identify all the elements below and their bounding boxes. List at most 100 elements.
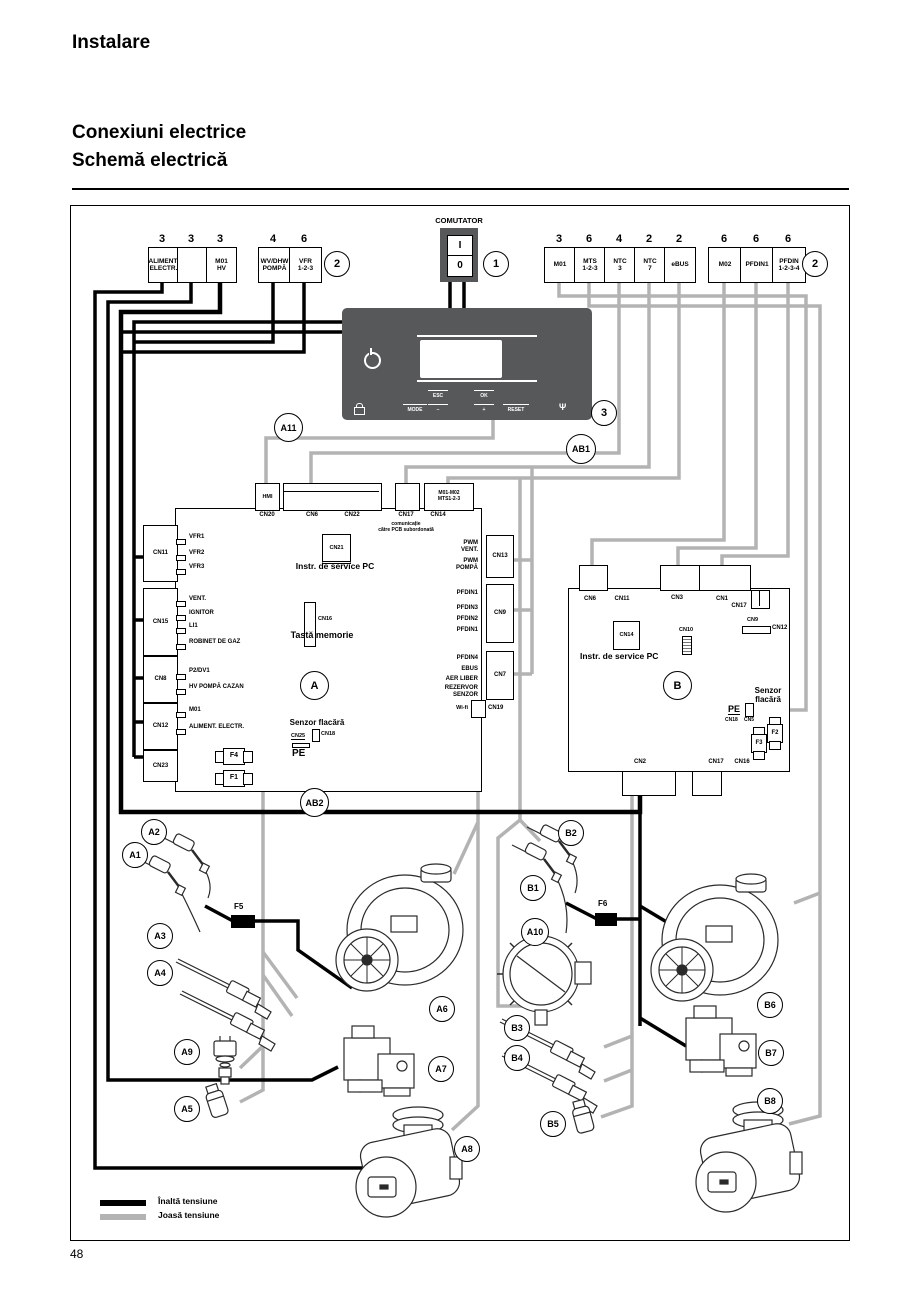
pin-count: 4 [269,233,277,245]
esc-button[interactable]: ESC [428,390,448,399]
cn17-connector-b-divider [759,591,760,606]
cn6-label-b: CN6 [583,596,596,602]
component-b1-electrode [511,842,568,934]
pin-stub [176,712,186,718]
cn9-connector-b [742,626,771,634]
fuse-f6-label: F6 [598,899,608,908]
hmi-plug: HMI [255,483,280,511]
pin-count: 2 [645,233,653,245]
panel-line-bottom [417,380,537,382]
vfr1-label: VFR1 [189,534,205,540]
cn18-label-a: CN18 [321,731,336,737]
cn14-label: CN14 [430,512,446,518]
component-a2-electrode [159,833,211,899]
component-a1-electrode [135,855,201,933]
pin-count: 3 [555,233,563,245]
cn21-connector: CN21 [322,534,351,564]
panel-line-top [417,335,537,337]
reset-button[interactable]: RESET [503,404,529,413]
ref-badge-b8: B8 [757,1088,783,1114]
cn10-label-b: CN10 [679,627,694,633]
antenna-icon: Ψ [559,402,567,412]
pfdin2-label: PFDIN2 [456,616,478,622]
pin-stub [176,615,186,621]
terminal-pfdin: PFDIN 1-2-3-4 [772,247,806,283]
hv-pompa-label: HV POMPĂ CAZAN [189,684,244,690]
pin-stub [176,674,186,680]
ref-badge-a2: A2 [141,819,167,845]
pin-count: 3 [187,233,195,245]
fuse-f1-tab [243,773,253,785]
li1-label: LI1 [189,623,198,629]
robinet-gaz-label: ROBINET DE GAZ [189,639,241,645]
component-a10-actuator [497,930,592,1026]
pcb-b-plug-2 [660,565,700,591]
cn17-label: CN17 [398,512,414,518]
panel-display [420,340,502,378]
fuse-f5-body [231,915,255,928]
pfdin1-label: PFDIN1 [456,590,478,596]
terminal-blank [177,247,208,283]
ref-badge-b3: B3 [504,1015,530,1041]
cn16-label-b: CN16 [734,759,750,765]
cn12-connector: CN12 [143,703,178,750]
cn16-connector [304,602,316,647]
component-b6-fan [650,873,779,1002]
cn9-connector-a: CN9 [486,584,514,643]
legend-swatch-low [100,1214,146,1220]
page-title-line2: Schemă electrică [72,150,228,171]
fuse-f4: F4 [223,748,245,765]
p2-dv1-label: P2/DV1 [189,668,210,674]
power-switch-off: 0 [447,255,473,277]
rezervor-senzor-label: REZERVOR SENZOR [444,685,478,698]
ref-badge-b2: B2 [558,820,584,846]
component-a8-pump [355,1106,463,1218]
ref-badge-a10: A10 [521,918,549,946]
m01-label: M01 [189,707,201,713]
cn23-connector: CN23 [143,750,178,782]
cn13-connector: CN13 [486,535,514,578]
page-number: 48 [70,1247,84,1261]
fuse-f4-tab [243,751,253,763]
pin-count: 4 [615,233,623,245]
vfr2-label: VFR2 [189,550,205,556]
ref-badge-b6: B6 [757,992,783,1018]
lock-icon [356,403,363,408]
cn17-bottom-label-b: CN17 [708,759,724,765]
ref-badge-a9: A9 [174,1039,200,1065]
cn3-label-b: CN3 [670,595,683,601]
pcb-b-bottom-plug-1 [622,771,676,796]
pin-count: 2 [675,233,683,245]
power-icon[interactable] [364,352,381,369]
legend-swatch-high [100,1200,146,1206]
comm-note: comunicație către PCB subordonată [378,521,434,533]
fuse-f5-label: F5 [234,902,244,911]
pin-stub [176,628,186,634]
cn6-plug-line [284,491,379,492]
ref-badge-2-right: 2 [802,251,828,277]
vent-label: VENT. [189,596,207,602]
page-title-line1: Conexiuni electrice [72,122,247,143]
ok-button[interactable]: OK [474,390,494,399]
component-a3-probe [175,958,272,1020]
pwm-pompa-label: PWM POMPĂ [455,558,478,571]
cn5-label-b: CN5 [744,717,755,723]
terminal-ebus: eBUS [664,247,696,283]
power-switch-on: I [447,235,473,257]
component-a4-probe [179,990,276,1052]
minus-button[interactable]: – [428,404,448,413]
pin-stub [176,601,186,607]
lock-icon-body [354,407,365,415]
cn11-label-b: CN11 [614,596,630,602]
pin-count: 6 [585,233,593,245]
component-b5-sensor [572,1098,595,1134]
pin-stub [176,644,186,650]
cn14-connector-b: CN14 [613,621,640,650]
cn11-connector: CN11 [143,525,178,582]
ref-badge-b4: B4 [504,1045,530,1071]
diagram-frame [70,205,850,1241]
m01-m02-plug: M01-M02 MTS1-2-3 [424,483,474,511]
plus-button[interactable]: + [474,404,494,413]
pfdin4-label: PFDIN4 [456,655,478,661]
mode-button[interactable]: MODE [403,404,427,413]
